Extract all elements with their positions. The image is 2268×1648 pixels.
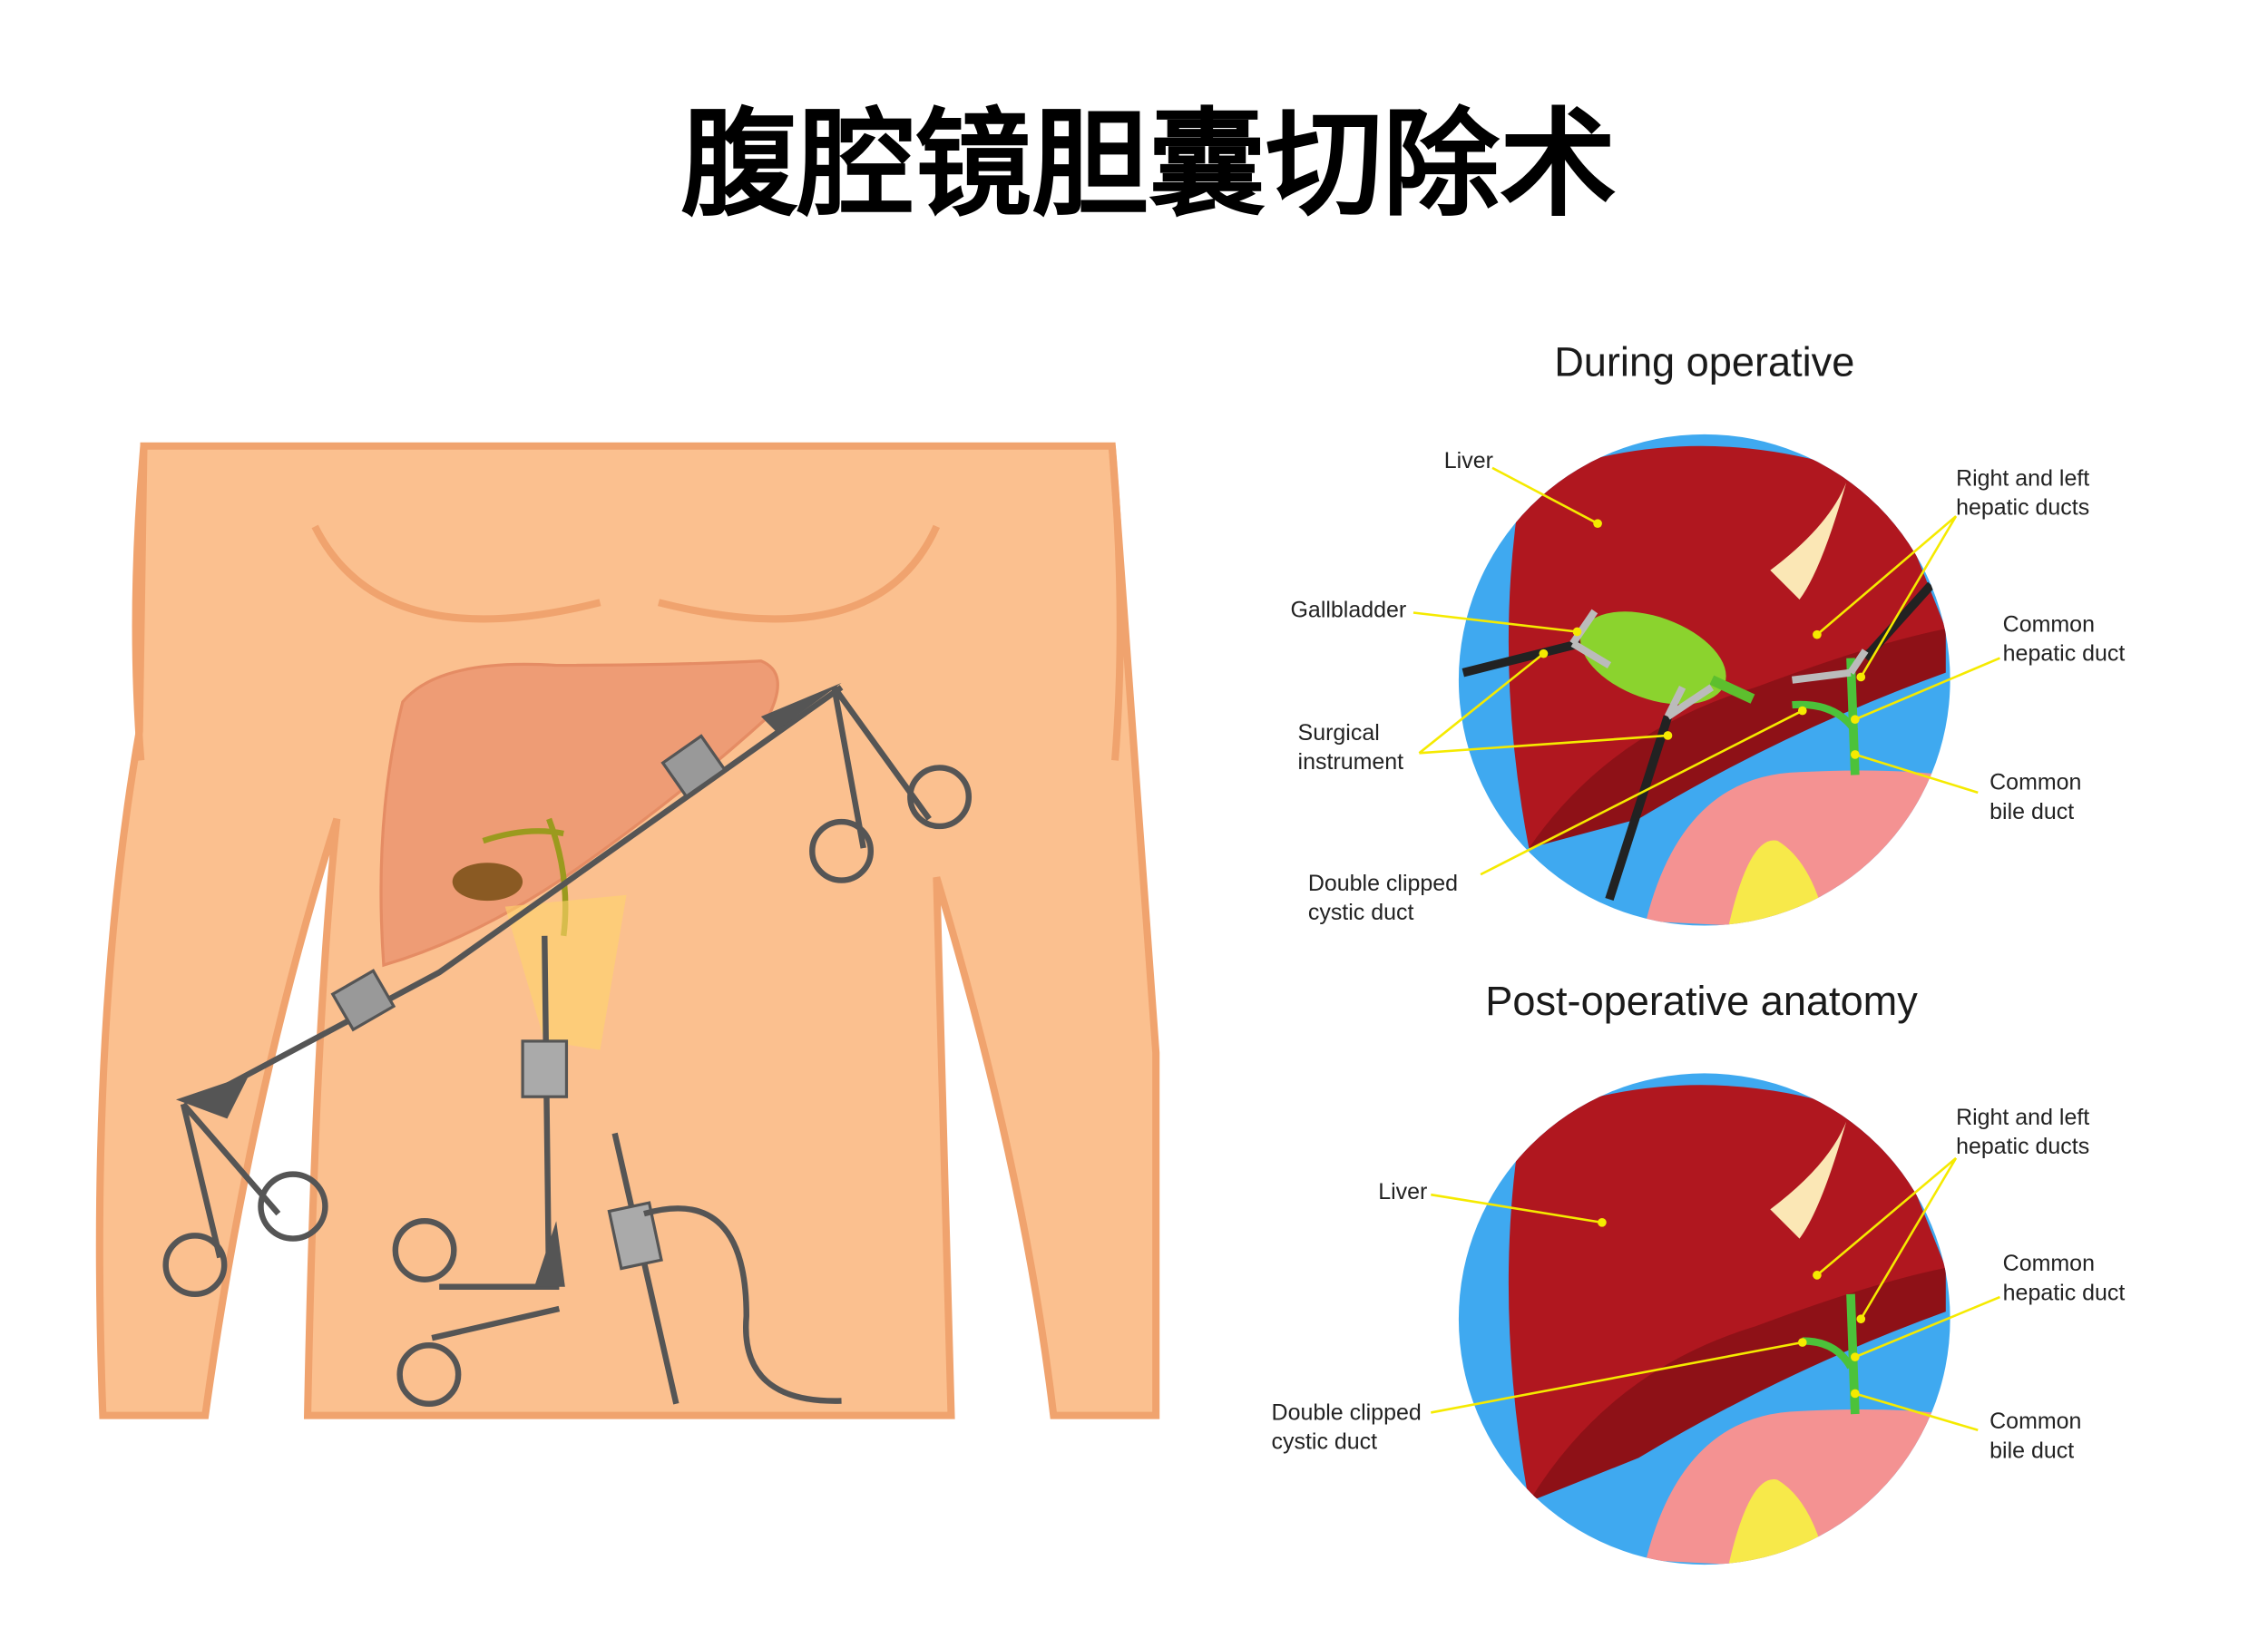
label-clipped-1: Double clipped: [1272, 1399, 1422, 1425]
label-common-bile-1: Common: [1989, 1409, 2081, 1434]
label-liver: Liver: [1444, 448, 1493, 473]
label-rl-hepatic-1: Right and left: [1956, 1105, 2089, 1130]
during-operative-labels: Liver Gallbladder Surgical instrument Do…: [1291, 448, 2126, 925]
label-rl-hepatic-2: hepatic ducts: [1956, 495, 2089, 521]
post-operative-view: [1458, 1073, 1950, 1565]
label-common-hepatic-2: hepatic duct: [2003, 1280, 2126, 1305]
label-common-bile-2: bile duct: [1989, 799, 2074, 824]
label-common-bile-2: bile duct: [1989, 1438, 2074, 1463]
label-surgical-2: instrument: [1298, 749, 1404, 775]
label-clipped-1: Double clipped: [1308, 871, 1458, 896]
label-rl-hepatic-1: Right and left: [1956, 465, 2089, 491]
label-common-hepatic-2: hepatic duct: [2003, 641, 2126, 667]
label-common-bile-1: Common: [1989, 770, 2081, 795]
during-operative-view: [1458, 434, 1950, 926]
label-common-hepatic-1: Common: [2003, 1251, 2095, 1276]
torso-illustration: [95, 442, 1160, 1419]
post-operative-labels: Liver Double clipped cystic duct Right a…: [1272, 1105, 2126, 1464]
during-operative-heading: During operative: [1554, 338, 1854, 385]
label-clipped-2: cystic duct: [1272, 1429, 1378, 1455]
label-surgical-1: Surgical: [1298, 720, 1380, 746]
label-gallbladder: Gallbladder: [1291, 597, 1407, 622]
label-clipped-2: cystic duct: [1308, 900, 1414, 925]
label-common-hepatic-1: Common: [2003, 611, 2095, 637]
post-operative-heading: Post-operative anatomy: [1485, 978, 1918, 1024]
page-title: 腹腔镜胆囊切除术: [680, 97, 1617, 233]
label-liver: Liver: [1378, 1179, 1427, 1204]
gallbladder-shape: [452, 863, 523, 902]
label-rl-hepatic-2: hepatic ducts: [1956, 1134, 2089, 1159]
